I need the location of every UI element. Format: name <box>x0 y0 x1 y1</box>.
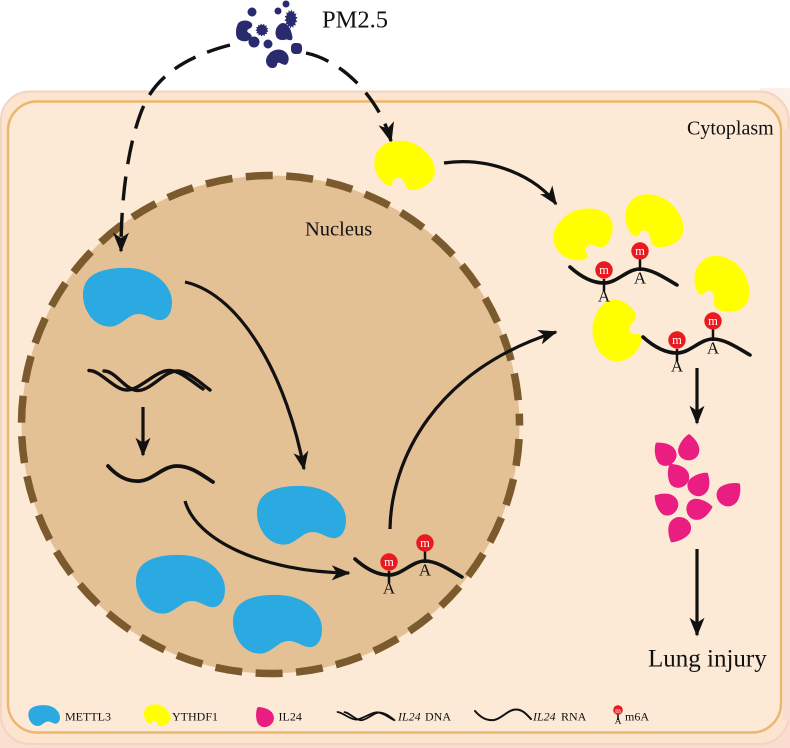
svg-text:IL24: IL24 <box>279 710 302 724</box>
svg-text:m: m <box>615 706 621 715</box>
svg-text:PM2.5: PM2.5 <box>322 7 388 34</box>
svg-text:IL24: IL24 <box>532 710 556 724</box>
svg-text:DNA: DNA <box>425 710 451 724</box>
svg-text:METTL3: METTL3 <box>65 710 111 724</box>
svg-text:Lung injury: Lung injury <box>648 646 767 673</box>
svg-text:RNA: RNA <box>561 710 587 724</box>
svg-text:YTHDF1: YTHDF1 <box>172 710 218 724</box>
svg-text:Cytoplasm: Cytoplasm <box>687 118 774 140</box>
svg-text:A: A <box>615 717 622 727</box>
svg-text:Nucleus: Nucleus <box>305 218 372 240</box>
svg-text:m6A: m6A <box>625 710 649 724</box>
svg-text:IL24: IL24 <box>397 710 421 724</box>
